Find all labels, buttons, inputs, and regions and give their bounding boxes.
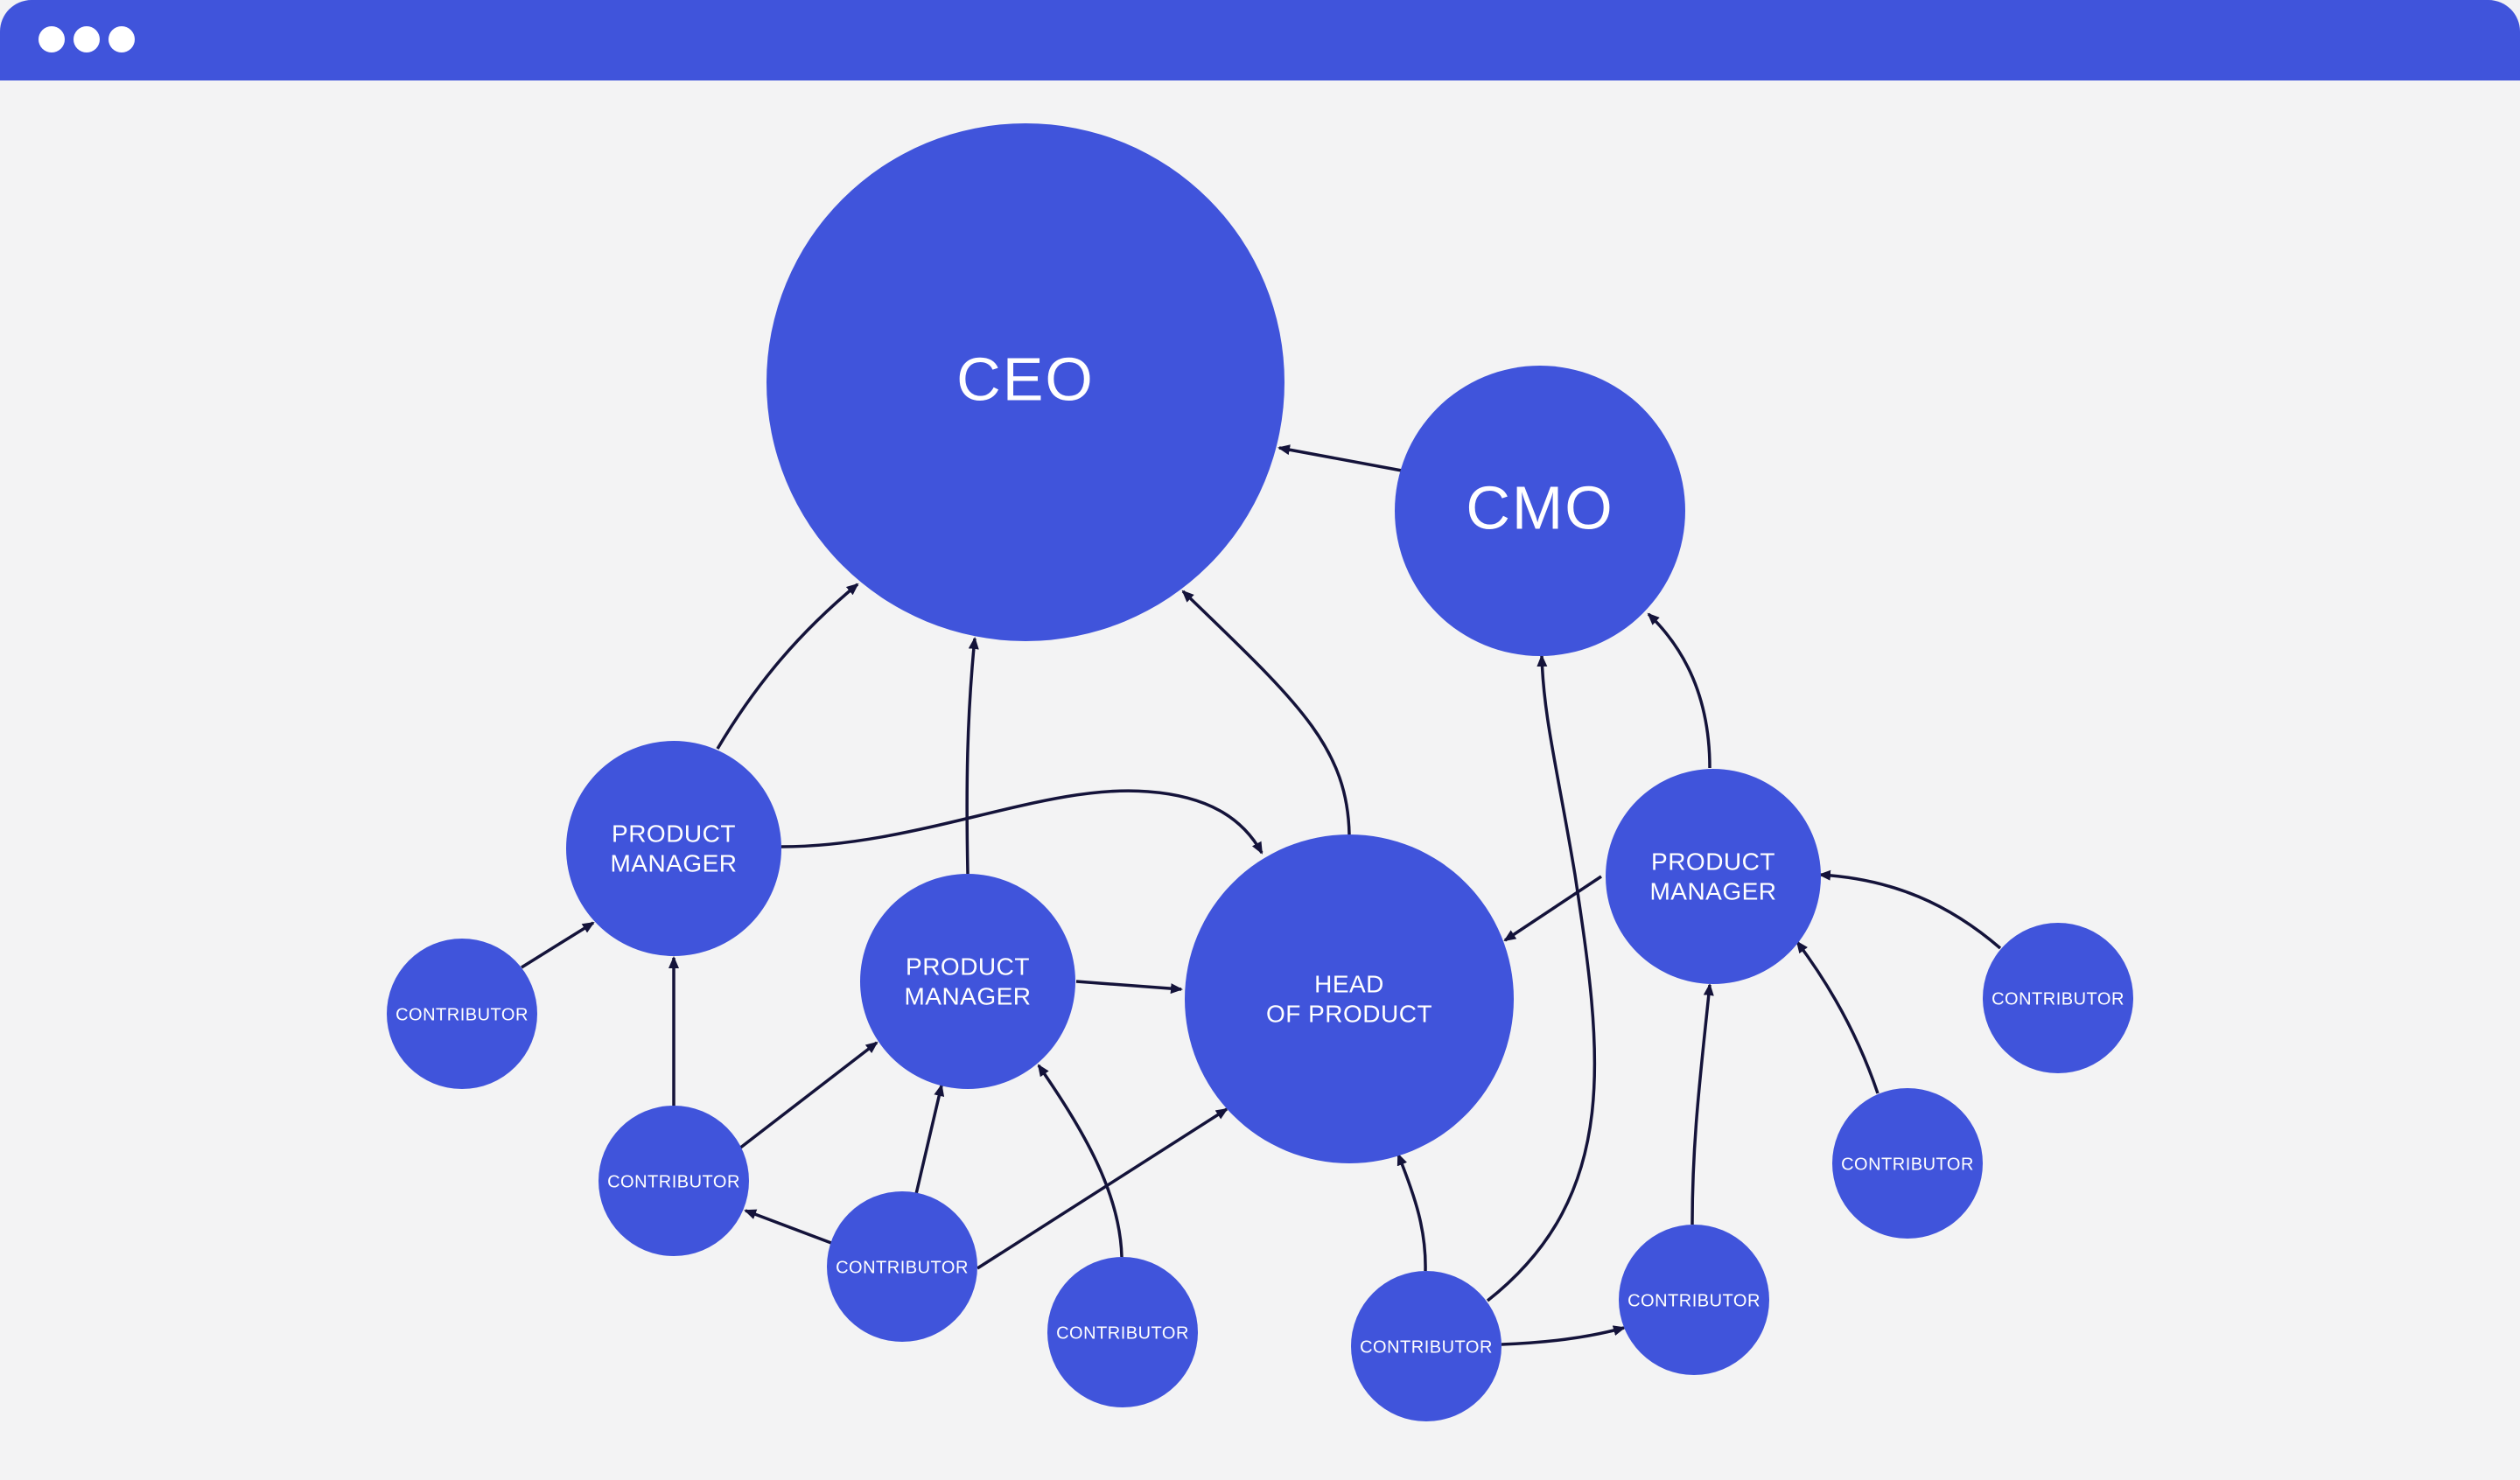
edge-c3-to-c2 xyxy=(744,1209,832,1245)
node-label: CONTRIBUTOR xyxy=(396,1005,528,1024)
edge-c6-to-cmo xyxy=(1486,654,1597,1302)
node-circle xyxy=(566,741,781,956)
edge-pm3-to-cmo xyxy=(1647,612,1712,769)
node-contributor-8[interactable]: CONTRIBUTOR xyxy=(1832,1088,1983,1239)
node-label: CEO xyxy=(956,345,1095,413)
edge-c1-to-pm1 xyxy=(521,921,595,969)
node-label: PRODUCT xyxy=(1651,848,1775,875)
node-head-of-product[interactable]: HEAD OF PRODUCT xyxy=(1185,834,1514,1163)
edge-c2-to-pm2 xyxy=(738,1041,878,1150)
edges xyxy=(521,444,2002,1346)
edge-pm2-to-head xyxy=(1075,980,1183,995)
edge-c3-to-head xyxy=(976,1107,1228,1270)
node-circle xyxy=(1047,1257,1198,1407)
node-label: MANAGER xyxy=(904,982,1031,1009)
node-label: CONTRIBUTOR xyxy=(1360,1337,1493,1357)
node-circle xyxy=(1983,923,2133,1073)
node-contributor-7[interactable]: CONTRIBUTOR xyxy=(1619,1225,1769,1375)
window-dot-1[interactable] xyxy=(38,26,65,52)
edge-c4-to-pm2 xyxy=(1037,1064,1124,1258)
node-circle xyxy=(827,1191,977,1342)
node-contributor-3[interactable]: CONTRIBUTOR xyxy=(827,1191,977,1342)
node-circle xyxy=(1619,1225,1769,1375)
node-label: CONTRIBUTOR xyxy=(1056,1323,1189,1343)
node-contributor-1[interactable]: CONTRIBUTOR xyxy=(387,939,537,1089)
window-dot-3[interactable] xyxy=(108,26,135,52)
window-dot-2[interactable] xyxy=(74,26,100,52)
node-cmo[interactable]: CMO xyxy=(1395,366,1685,656)
edge-c3-to-pm2 xyxy=(914,1084,945,1195)
node-circle xyxy=(1606,769,1821,984)
node-label: CONTRIBUTOR xyxy=(1992,989,2124,1009)
edge-c7-to-pm3 xyxy=(1690,983,1714,1225)
edge-c6-to-head xyxy=(1396,1153,1427,1272)
node-label: CONTRIBUTOR xyxy=(607,1172,740,1191)
node-contributor-2[interactable]: CONTRIBUTOR xyxy=(598,1106,749,1256)
node-circle xyxy=(1832,1088,1983,1239)
node-label: PRODUCT xyxy=(906,953,1030,980)
node-label: MANAGER xyxy=(610,849,737,876)
edge-head-to-ceo xyxy=(1181,590,1351,835)
edge-cmo-to-ceo xyxy=(1278,444,1403,472)
edge-pm2-to-ceo xyxy=(965,637,979,875)
node-ceo[interactable]: CEO xyxy=(766,123,1284,641)
node-circle xyxy=(766,123,1284,641)
edge-c6-to-c7 xyxy=(1501,1325,1626,1346)
edge-pm3-to-head xyxy=(1503,875,1602,942)
node-label: MANAGER xyxy=(1649,877,1776,904)
window-titlebar xyxy=(0,0,2520,80)
edge-c5-to-pm3 xyxy=(1818,869,2002,950)
node-circle xyxy=(598,1106,749,1256)
node-label: PRODUCT xyxy=(612,820,736,847)
node-circle xyxy=(860,874,1075,1089)
node-contributor-6[interactable]: CONTRIBUTOR xyxy=(1351,1271,1502,1421)
node-label: CONTRIBUTOR xyxy=(1841,1155,1974,1174)
node-label: HEAD xyxy=(1314,970,1384,997)
node-label: CONTRIBUTOR xyxy=(836,1258,969,1277)
edge-pm1-to-head xyxy=(780,789,1264,855)
node-circle xyxy=(1185,834,1514,1163)
node-circle xyxy=(387,939,537,1089)
node-contributor-5[interactable]: CONTRIBUTOR xyxy=(1983,923,2133,1073)
node-label: OF PRODUCT xyxy=(1266,1000,1432,1027)
node-label: CONTRIBUTOR xyxy=(1628,1291,1760,1310)
node-circle xyxy=(1351,1271,1502,1421)
edge-pm1-to-ceo xyxy=(716,583,859,750)
node-circle xyxy=(1395,366,1685,656)
node-contributor-4[interactable]: CONTRIBUTOR xyxy=(1047,1257,1198,1407)
edge-c8-to-pm3 xyxy=(1796,940,1880,1094)
node-label: CMO xyxy=(1466,473,1614,541)
